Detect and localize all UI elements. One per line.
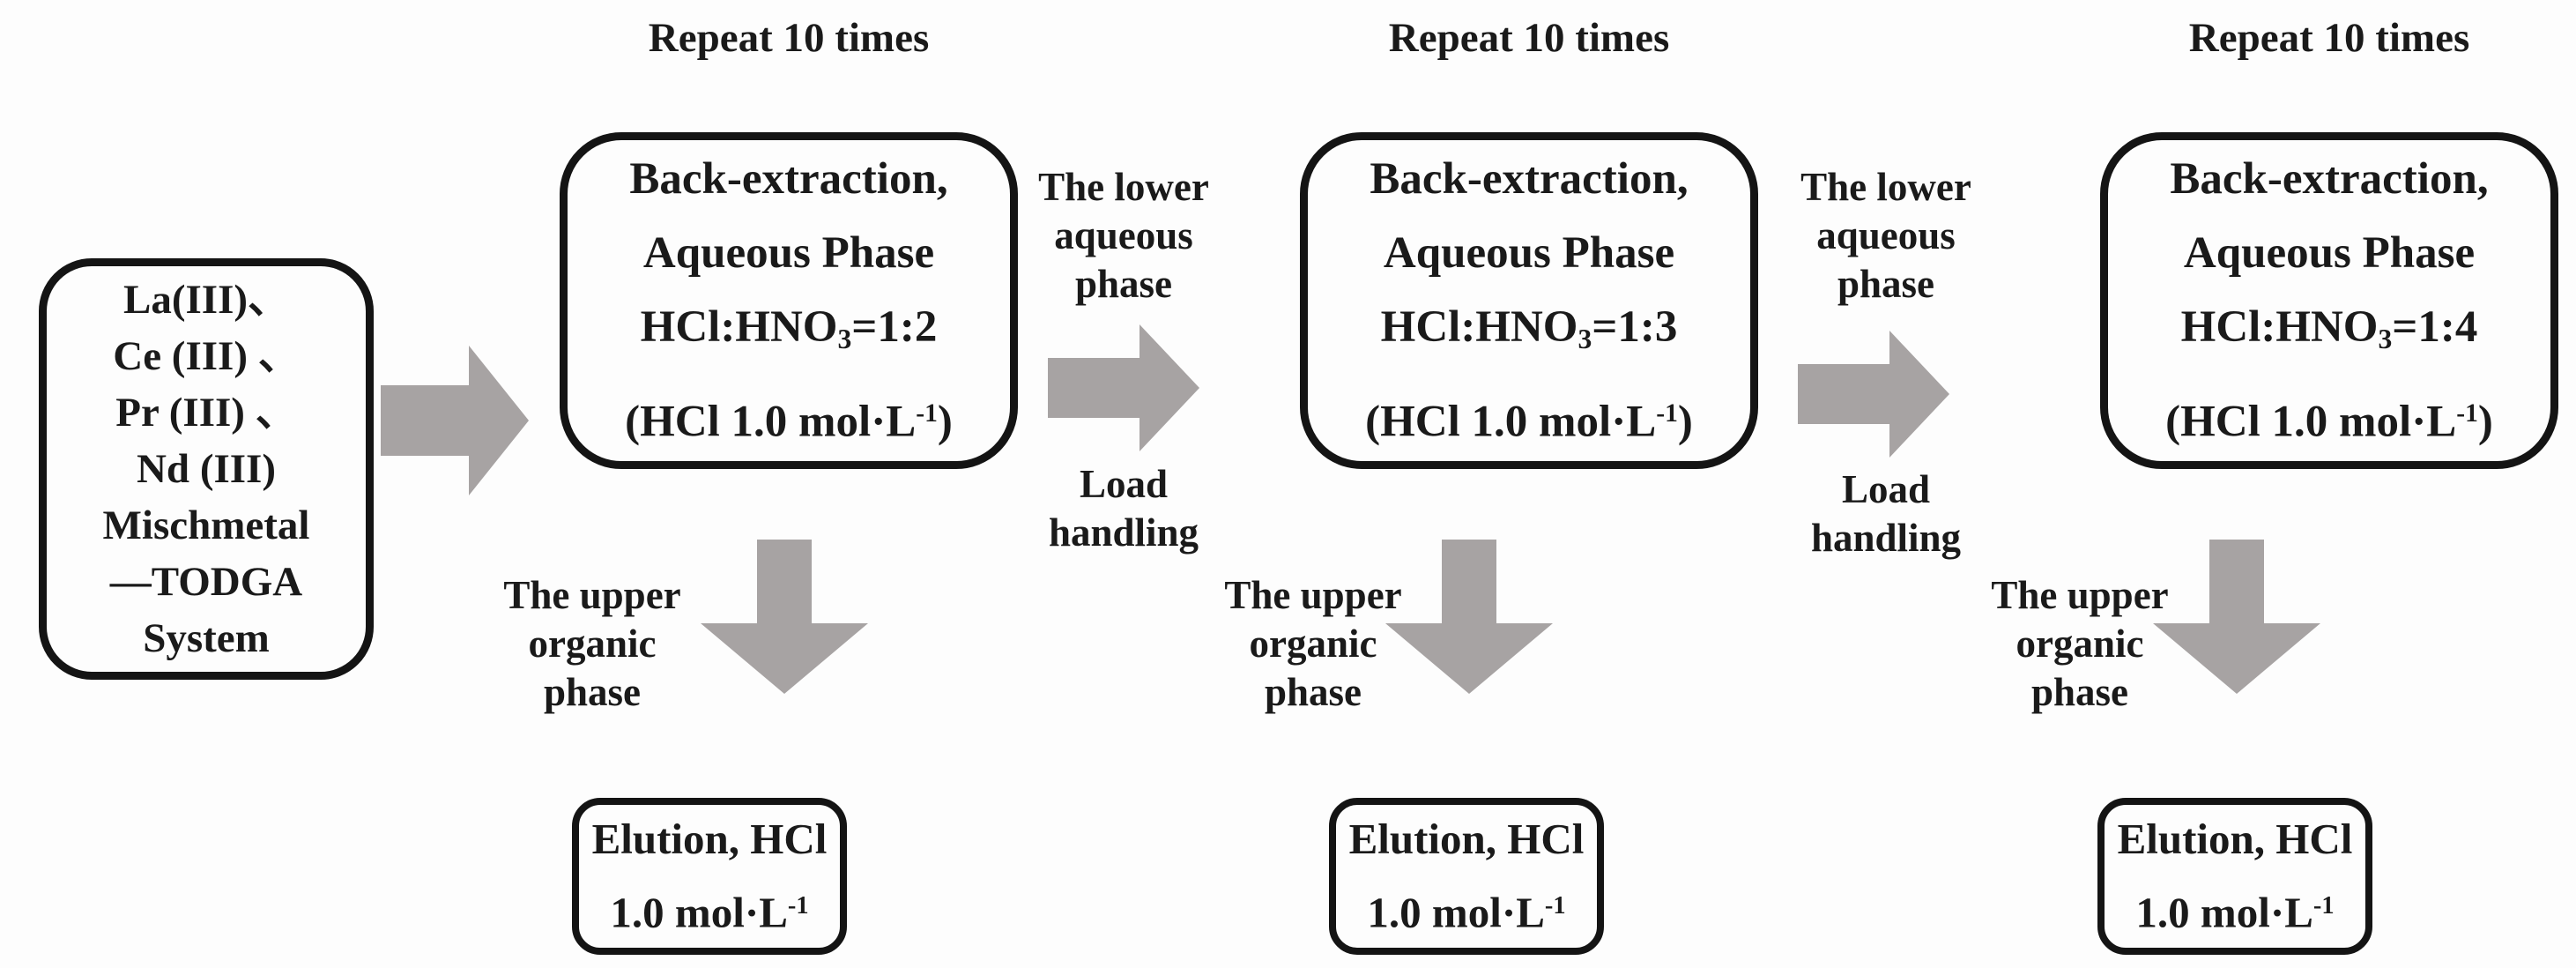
flow-arrow-right-icon	[1048, 324, 1199, 451]
conc-sup: -1	[787, 892, 809, 920]
acid-sub: 3	[837, 324, 852, 355]
acid-post: =1:4	[2392, 302, 2478, 353]
label-line: aqueous	[1816, 213, 1956, 257]
upper-organic-phase-label: The upper organic phase	[469, 571, 716, 717]
conc-sup: -1	[2312, 892, 2335, 920]
label-line: phase	[1074, 262, 1173, 306]
elution-concentration: 1.0 mol·L-1	[610, 873, 808, 947]
lower-aqueous-phase-label: The lower aqueous phase	[1005, 163, 1243, 309]
upper-organic-phase-label: The upper organic phase	[1956, 571, 2203, 717]
label-line: The upper	[1991, 573, 2169, 617]
label-line: Load	[1079, 462, 1169, 506]
conc-pre: 1.0 mol·L	[610, 888, 788, 937]
elution-line: Elution, HCl	[591, 815, 828, 864]
label-line: phase	[543, 670, 642, 714]
conc-sup: -1	[1544, 892, 1566, 920]
box-line: Back-extraction,	[629, 154, 948, 205]
box-line: Aqueous Phase	[642, 228, 935, 279]
conc-post: )	[937, 397, 953, 447]
conc-sup: -1	[2456, 399, 2478, 428]
label-line: The upper	[503, 573, 681, 617]
label-line: handling	[1048, 510, 1199, 555]
acid-pre: HCl:HNO	[1380, 302, 1578, 353]
load-handling-label: Load handling	[1005, 460, 1243, 557]
acid-pre: HCl:HNO	[640, 302, 838, 353]
elution-box-1: Elution, HCl 1.0 mol·L-1	[572, 798, 847, 955]
feed-system-box: La(III)、 Ce (III) 、 Pr (III) 、 Nd (III) …	[39, 258, 374, 680]
conc-pre: (HCl 1.0 mol·L	[625, 397, 917, 447]
repeat-label: Repeat 10 times	[648, 15, 930, 61]
label-line: Load	[1841, 467, 1931, 511]
feed-line: —TODGA	[109, 559, 303, 605]
feed-line: Ce (III) 、	[113, 333, 300, 379]
box-line-concentration: (HCl 1.0 mol·L-1)	[1365, 376, 1693, 458]
upper-organic-phase-label: The upper organic phase	[1190, 571, 1436, 717]
label-line: organic	[1249, 622, 1377, 666]
elution-concentration: 1.0 mol·L-1	[2135, 873, 2334, 947]
acid-post: =1:2	[851, 302, 938, 353]
conc-pre: (HCl 1.0 mol·L	[1365, 397, 1657, 447]
label-line: organic	[528, 622, 657, 666]
repeat-label: Repeat 10 times	[1388, 15, 1670, 61]
box-line-acid-ratio: HCl:HNO3=1:2	[641, 290, 938, 376]
flow-arrow-right-icon	[1798, 331, 1949, 458]
label-line: The lower	[1800, 165, 1971, 209]
load-handling-label: Load handling	[1767, 465, 2005, 562]
elution-line: Elution, HCl	[1348, 815, 1585, 864]
back-extraction-box-1: Back-extraction, Aqueous Phase HCl:HNO3=…	[560, 132, 1018, 469]
label-line: phase	[2030, 670, 2129, 714]
conc-sup: -1	[1656, 399, 1678, 428]
back-extraction-box-2: Back-extraction, Aqueous Phase HCl:HNO3=…	[1300, 132, 1758, 469]
elution-box-3: Elution, HCl 1.0 mol·L-1	[2097, 798, 2372, 955]
feed-line: Nd (III)	[136, 446, 276, 492]
flow-arrow-down-icon	[2153, 540, 2320, 694]
lower-aqueous-phase-label: The lower aqueous phase	[1767, 163, 2005, 309]
flow-arrow-down-icon	[701, 540, 868, 694]
label-line: organic	[2016, 622, 2144, 666]
conc-pre: 1.0 mol·L	[1367, 888, 1545, 937]
feed-line: Pr (III) 、	[115, 390, 297, 436]
feed-line: La(III)、	[122, 277, 290, 323]
feed-line: Mischmetal	[102, 503, 310, 548]
box-line: Aqueous Phase	[1383, 228, 1675, 279]
box-line-concentration: (HCl 1.0 mol·L-1)	[625, 376, 953, 458]
box-line-concentration: (HCl 1.0 mol·L-1)	[2165, 376, 2493, 458]
feed-line: System	[143, 615, 270, 661]
flow-arrow-right-icon	[381, 346, 529, 495]
acid-post: =1:3	[1592, 302, 1678, 353]
conc-post: )	[1677, 397, 1693, 447]
acid-sub: 3	[2378, 324, 2393, 355]
box-line: Back-extraction,	[1370, 154, 1689, 205]
conc-pre: (HCl 1.0 mol·L	[2165, 397, 2457, 447]
box-line: Aqueous Phase	[2183, 228, 2476, 279]
label-line: The upper	[1224, 573, 1402, 617]
conc-sup: -1	[916, 399, 938, 428]
repeat-label: Repeat 10 times	[2188, 15, 2470, 61]
box-line: Back-extraction,	[2170, 154, 2489, 205]
label-line: handling	[1810, 516, 1962, 560]
back-extraction-box-3: Back-extraction, Aqueous Phase HCl:HNO3=…	[2100, 132, 2558, 469]
elution-line: Elution, HCl	[2117, 815, 2353, 864]
elution-concentration: 1.0 mol·L-1	[1367, 873, 1565, 947]
acid-pre: HCl:HNO	[2180, 302, 2379, 353]
elution-box-2: Elution, HCl 1.0 mol·L-1	[1329, 798, 1604, 955]
conc-pre: 1.0 mol·L	[2135, 888, 2313, 937]
label-line: phase	[1264, 670, 1362, 714]
conc-post: )	[2477, 397, 2493, 447]
label-line: phase	[1837, 262, 1935, 306]
box-line-acid-ratio: HCl:HNO3=1:4	[2181, 290, 2478, 376]
box-line-acid-ratio: HCl:HNO3=1:3	[1381, 290, 1678, 376]
label-line: aqueous	[1054, 213, 1193, 257]
acid-sub: 3	[1578, 324, 1592, 355]
label-line: The lower	[1038, 165, 1209, 209]
flow-arrow-down-icon	[1385, 540, 1553, 694]
